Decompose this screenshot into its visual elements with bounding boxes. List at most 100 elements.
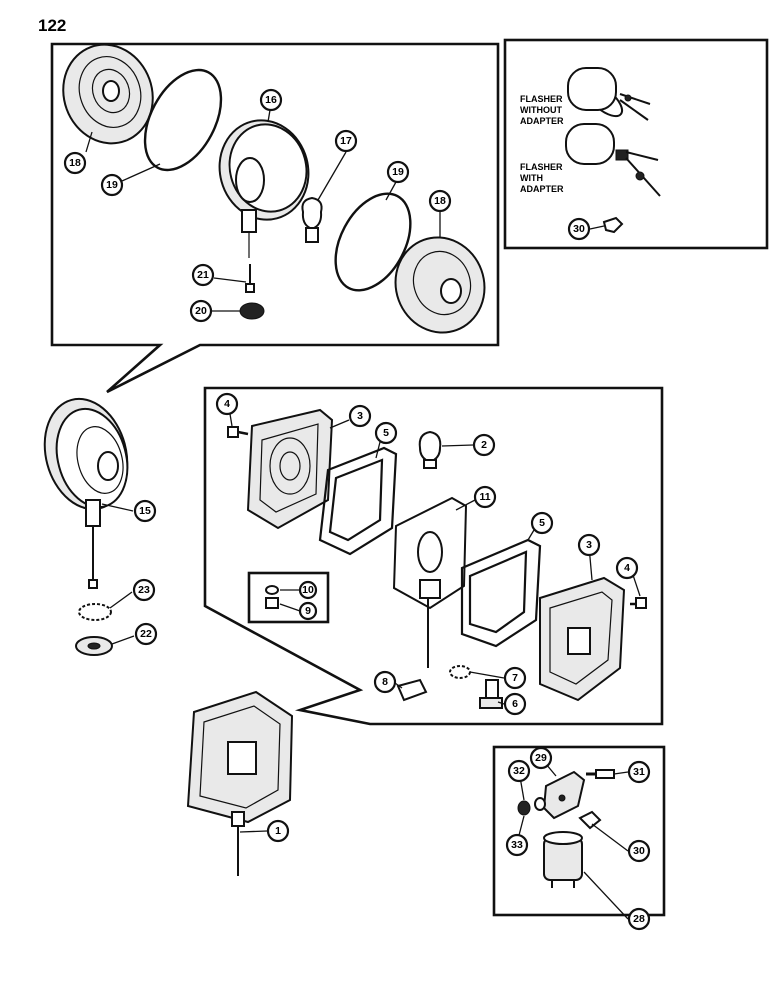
round-lamp-detail-frame xyxy=(50,42,500,394)
callout-23: 23 xyxy=(132,578,156,602)
callout-20: 20 xyxy=(189,299,213,323)
lock-washer xyxy=(78,603,112,621)
svg-text:31: 31 xyxy=(633,766,645,778)
svg-text:30: 30 xyxy=(573,223,585,235)
svg-text:30: 30 xyxy=(633,845,645,857)
callout-1: 1 xyxy=(266,819,290,843)
lamp-housing-round xyxy=(218,119,310,258)
flasher-without-adapter xyxy=(567,67,651,121)
svg-text:8: 8 xyxy=(382,676,388,688)
callout-18-right: 18 xyxy=(428,189,452,213)
svg-text:20: 20 xyxy=(195,305,207,317)
star-washer xyxy=(449,665,471,679)
callout-3-left: 3 xyxy=(348,404,372,428)
callout-9: 9 xyxy=(298,601,318,621)
square-lamp-body-rear xyxy=(246,408,334,530)
lamp-reflector-plate xyxy=(392,496,468,668)
svg-text:1: 1 xyxy=(275,825,281,837)
callout-5-left: 5 xyxy=(374,421,398,445)
round-lens-left xyxy=(62,43,154,145)
callout-2: 2 xyxy=(472,433,496,457)
svg-text:19: 19 xyxy=(106,179,118,191)
mounting-plate xyxy=(396,678,428,702)
callout-8: 8 xyxy=(373,670,397,694)
svg-text:3: 3 xyxy=(586,539,592,551)
callout-4-right: 4 xyxy=(615,556,639,580)
svg-text:18: 18 xyxy=(434,195,446,207)
callout-28: 28 xyxy=(627,907,651,931)
callout-19-right: 19 xyxy=(386,160,410,184)
callout-31: 31 xyxy=(627,760,651,784)
flasher-bracket xyxy=(542,770,586,820)
small-nut xyxy=(517,800,531,816)
gasket-front xyxy=(460,538,542,648)
svg-text:17: 17 xyxy=(340,135,352,147)
svg-text:10: 10 xyxy=(302,584,314,596)
screw-detail-frame xyxy=(247,571,330,624)
callout-21: 21 xyxy=(191,263,215,287)
round-lens-right xyxy=(394,236,486,334)
callout-15: 15 xyxy=(133,499,157,523)
callout-3-right: 3 xyxy=(577,533,601,557)
svg-text:4: 4 xyxy=(224,398,230,410)
callout-17: 17 xyxy=(334,129,358,153)
svg-text:18: 18 xyxy=(69,157,81,169)
gasket-rear xyxy=(318,446,398,556)
svg-text:16: 16 xyxy=(265,94,277,106)
svg-text:3: 3 xyxy=(357,410,363,422)
callout-10: 10 xyxy=(298,580,318,600)
svg-text:5: 5 xyxy=(383,427,389,439)
svg-text:15: 15 xyxy=(139,505,151,517)
svg-text:22: 22 xyxy=(140,628,152,640)
small-washer xyxy=(534,797,546,811)
screw-and-washer xyxy=(265,585,279,609)
svg-text:33: 33 xyxy=(511,839,523,851)
callout-11: 11 xyxy=(473,485,497,509)
callout-30-bottom: 30 xyxy=(627,839,651,863)
bracket-bolt xyxy=(586,769,615,779)
flasher-detail-frame xyxy=(503,38,769,250)
flasher-without-adapter-label: FLASHER WITHOUT ADAPTER xyxy=(520,94,565,126)
svg-text:7: 7 xyxy=(512,672,518,684)
callout-22: 22 xyxy=(134,622,158,646)
svg-text:29: 29 xyxy=(535,752,547,764)
callout-18-left: 18 xyxy=(63,151,87,175)
o-ring-left xyxy=(143,68,223,172)
callout-4-left: 4 xyxy=(215,392,239,416)
square-lamp-detail-frame xyxy=(203,386,664,726)
callout-33: 33 xyxy=(505,833,529,857)
flasher-clip xyxy=(578,810,602,830)
callout-29: 29 xyxy=(529,746,553,770)
svg-text:2: 2 xyxy=(481,439,487,451)
svg-text:11: 11 xyxy=(479,491,490,503)
pin-terminal xyxy=(245,264,255,293)
svg-text:28: 28 xyxy=(633,913,645,925)
bulb-small xyxy=(301,196,323,243)
flasher-with-adapter xyxy=(565,123,661,197)
callout-19-left: 19 xyxy=(100,173,124,197)
page-number: 122 xyxy=(38,16,66,35)
flasher-mount-detail-frame xyxy=(492,745,666,917)
flasher-unit xyxy=(543,831,583,888)
callout-16: 16 xyxy=(259,88,283,112)
svg-text:6: 6 xyxy=(512,698,518,710)
callout-6: 6 xyxy=(503,692,527,716)
square-lamp-lens-front xyxy=(539,576,626,702)
callout-32: 32 xyxy=(507,759,531,783)
washer-black xyxy=(239,302,265,320)
mounting-bolt xyxy=(479,679,503,709)
callout-7: 7 xyxy=(503,666,527,690)
square-lamp-assembly xyxy=(186,690,294,876)
o-ring-right xyxy=(334,192,412,292)
svg-text:23: 23 xyxy=(138,584,150,596)
svg-text:19: 19 xyxy=(392,166,404,178)
round-lamp-assembly xyxy=(43,397,129,589)
flasher-with-adapter-label: FLASHER WITH ADAPTER xyxy=(520,162,565,194)
svg-text:21: 21 xyxy=(197,269,209,281)
svg-text:9: 9 xyxy=(305,605,311,617)
callout-30-top: 30 xyxy=(567,217,591,241)
svg-text:4: 4 xyxy=(624,562,630,574)
bulb-square-lamp xyxy=(418,430,442,469)
